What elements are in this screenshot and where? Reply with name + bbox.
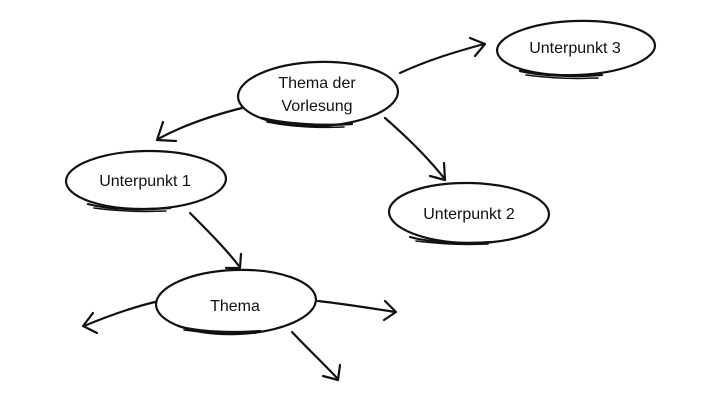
arrow-main-to-sub3 — [398, 36, 487, 75]
arrow-topic-right — [316, 299, 398, 322]
node-main-topic-line1: Thema der — [278, 75, 356, 92]
node-subtopic-2-label: Unterpunkt 2 — [423, 206, 515, 223]
node-subtopic-1: Unterpunkt 1 — [64, 149, 228, 213]
arrow-main-to-sub1 — [155, 106, 244, 143]
arrow-topic-down — [290, 330, 342, 382]
node-subtopic-3: Unterpunkt 3 — [495, 19, 657, 80]
node-subtopic-1-label: Unterpunkt 1 — [99, 173, 191, 190]
node-subtopic-3-label: Unterpunkt 3 — [529, 40, 621, 57]
node-main-topic: Thema der Vorlesung — [236, 60, 400, 129]
node-topic: Thema — [154, 268, 318, 336]
connectors — [81, 36, 487, 382]
arrow-topic-left — [81, 300, 157, 335]
arrow-sub1-to-topic — [188, 211, 243, 270]
arrow-main-to-sub2 — [383, 116, 447, 182]
node-topic-label: Thema — [210, 298, 260, 315]
node-subtopic-2: Unterpunkt 2 — [387, 181, 551, 246]
node-main-topic-line2: Vorlesung — [281, 98, 352, 115]
